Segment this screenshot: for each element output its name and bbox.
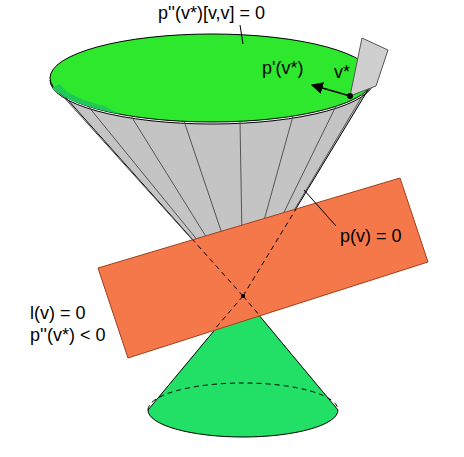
formula-label: p(v) = 0: [340, 226, 402, 246]
formula-label: v*: [334, 62, 350, 82]
formula-label: p'(v*): [262, 58, 303, 78]
formula-label: p''(v*)[v,v] = 0: [158, 3, 265, 23]
point-marker: [347, 93, 353, 99]
leader-line: [240, 25, 243, 44]
formula-label: p''(v*) < 0: [30, 325, 105, 345]
formula-label: l(v) = 0: [30, 303, 86, 323]
gradient-arrow: [312, 85, 350, 96]
apex-point: [241, 294, 245, 298]
leader-line: [304, 190, 336, 226]
tangent-plane: [98, 178, 428, 358]
hidden-cone-edges: [193, 209, 296, 330]
